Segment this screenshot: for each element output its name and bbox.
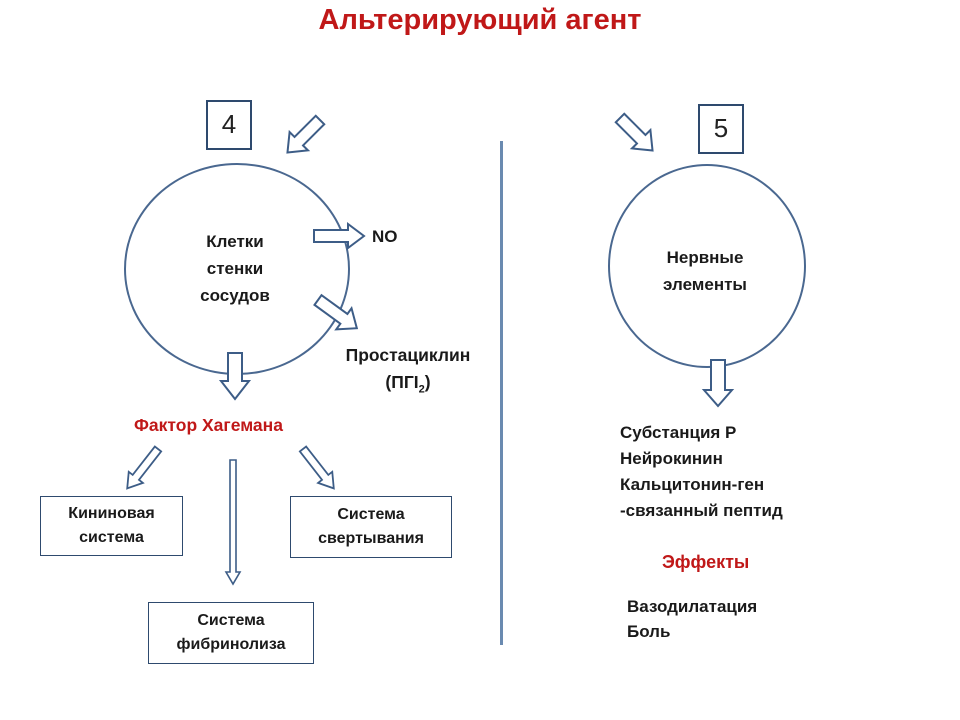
mediator-item: Нейрокинин <box>620 449 723 468</box>
vessel-wall-cells-label: Клетки стенки сосудов <box>170 228 300 309</box>
nerve-line-2: элементы <box>663 275 747 294</box>
fibrinolysis-system-box: Система фибринолиза <box>148 602 314 664</box>
mediator-item: Кальцитонин-ген <box>620 475 765 494</box>
mediator-item: -связанный пептид <box>620 501 783 520</box>
agent-to-nerve-arrow <box>614 112 654 152</box>
hageman-to-fibrinolysis-arrow <box>224 459 242 586</box>
kinin-line-1: Кининовая <box>68 505 155 522</box>
effects-list: Вазодилатация Боль <box>627 594 757 644</box>
number-box-5: 5 <box>698 104 744 154</box>
number-4-label: 4 <box>221 109 237 139</box>
coagulation-system-box: Система свертывания <box>290 496 452 558</box>
fibrin-line-1: Система <box>197 612 265 629</box>
mediator-item: Субстанция Р <box>620 423 737 442</box>
vessel-line-1: Клетки <box>206 232 264 251</box>
kinin-line-2: система <box>79 529 144 546</box>
number-box-4: 4 <box>206 100 252 150</box>
vessel-to-hageman-arrow <box>218 352 252 401</box>
mediators-list: Субстанция Р Нейрокинин Кальцитонин-ген … <box>620 420 783 524</box>
prostacyclin-arrow <box>313 293 359 331</box>
coag-line-2: свертывания <box>318 530 424 547</box>
hageman-to-coagulation-arrow <box>298 445 335 490</box>
slide-title: Альтерирующий агент <box>318 4 642 36</box>
vessel-line-3: сосудов <box>200 286 270 305</box>
center-divider <box>500 141 503 645</box>
fibrin-line-2: фибринолиза <box>176 636 286 653</box>
nerve-elements-label: Нервные элементы <box>630 244 780 298</box>
no-label: NO <box>372 227 398 246</box>
number-5-label: 5 <box>713 113 729 143</box>
prostacyclin-text: Простациклин <box>345 345 471 365</box>
nerve-line-1: Нервные <box>666 248 744 267</box>
hageman-factor-label: Фактор Хагемана <box>134 415 283 435</box>
hageman-to-kinin-arrow <box>126 445 163 490</box>
effects-title: Эффекты <box>662 552 750 572</box>
pgi2-text: (ПГI2) <box>385 372 431 396</box>
prostacyclin-label: Простациклин (ПГI2) <box>318 342 498 404</box>
kinin-system-box: Кининовая система <box>40 496 183 556</box>
no-arrow <box>313 222 366 250</box>
effect-item: Вазодилатация <box>627 597 758 616</box>
nerve-to-mediators-arrow <box>701 359 735 408</box>
vessel-line-2: стенки <box>206 259 264 278</box>
effect-item: Боль <box>627 622 671 641</box>
coag-line-1: Система <box>337 506 405 523</box>
agent-to-vessel-arrow <box>286 114 326 154</box>
nerve-elements-circle <box>608 164 806 368</box>
